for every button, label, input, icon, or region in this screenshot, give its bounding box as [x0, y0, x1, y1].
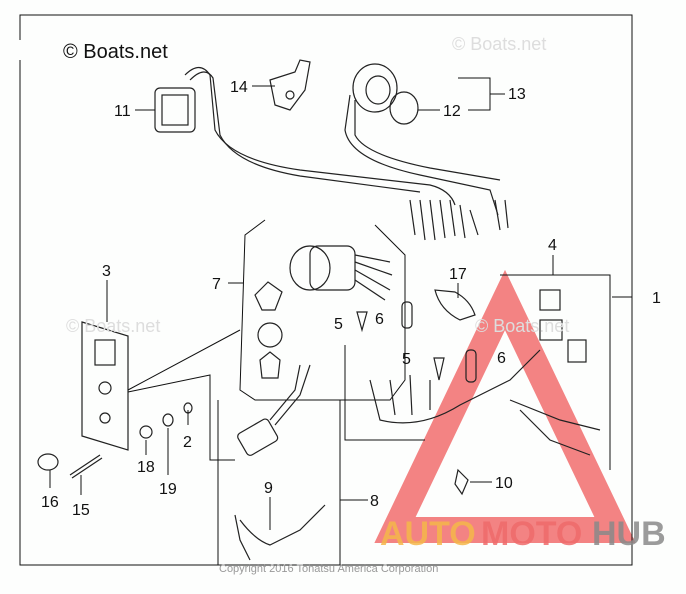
leader-lines — [49, 77, 632, 530]
callout-6a: 6 — [375, 311, 384, 328]
outer-frame — [19, 14, 633, 566]
callout-16: 16 — [41, 494, 59, 511]
callout-7: 7 — [212, 276, 221, 293]
part-13-gauge — [344, 63, 501, 216]
part-3-panel — [81, 321, 241, 461]
callout-8: 8 — [370, 493, 379, 510]
part-7-ignition — [254, 245, 393, 379]
callout-10: 10 — [495, 475, 513, 492]
part-8-group-box — [217, 400, 341, 566]
part-8-stop-switch — [234, 364, 326, 561]
automotohub-triangle — [374, 269, 636, 543]
callout-6b: 6 — [497, 350, 506, 367]
callout-17: 17 — [449, 266, 467, 283]
logo-auto: AUTO — [380, 515, 476, 553]
callout-2: 2 — [183, 434, 192, 451]
harness-connectors — [409, 199, 509, 241]
callout-13: 13 — [508, 86, 526, 103]
part-14-bracket — [269, 59, 311, 111]
callout-15: 15 — [72, 502, 90, 519]
part-17-clamp — [434, 289, 476, 321]
hardware — [37, 402, 193, 479]
callout-19: 19 — [159, 481, 177, 498]
part-4-harness — [356, 289, 601, 496]
callout-18: 18 — [137, 459, 155, 476]
callout-1: 1 — [652, 290, 661, 307]
callout-4: 4 — [548, 237, 557, 254]
callout-3: 3 — [102, 263, 111, 280]
boats-net-faint-watermark-right: © Boats.net — [475, 316, 569, 336]
boats-net-watermark: © Boats.net — [63, 41, 168, 63]
harness-box — [344, 345, 425, 441]
callout-11: 11 — [114, 103, 131, 120]
callout-9: 9 — [264, 480, 273, 497]
automotohub-logo: AUTO MOTO HUB — [380, 515, 666, 553]
part-12-lens — [389, 91, 419, 125]
boats-net-faint-watermark-left: © Boats.net — [66, 316, 160, 336]
callout-5a: 5 — [334, 316, 343, 333]
boats-net-faint-watermark-top: © Boats.net — [452, 34, 546, 54]
callout-14: 14 — [230, 79, 248, 96]
logo-hub: HUB — [592, 515, 666, 553]
logo-moto: MOTO — [481, 515, 582, 553]
callout-12: 12 — [443, 103, 461, 120]
copyright-text: Copyright 2016 Tohatsu America Corporati… — [219, 563, 438, 575]
callout-5b: 5 — [402, 351, 411, 368]
part-7-group-box — [239, 219, 406, 401]
